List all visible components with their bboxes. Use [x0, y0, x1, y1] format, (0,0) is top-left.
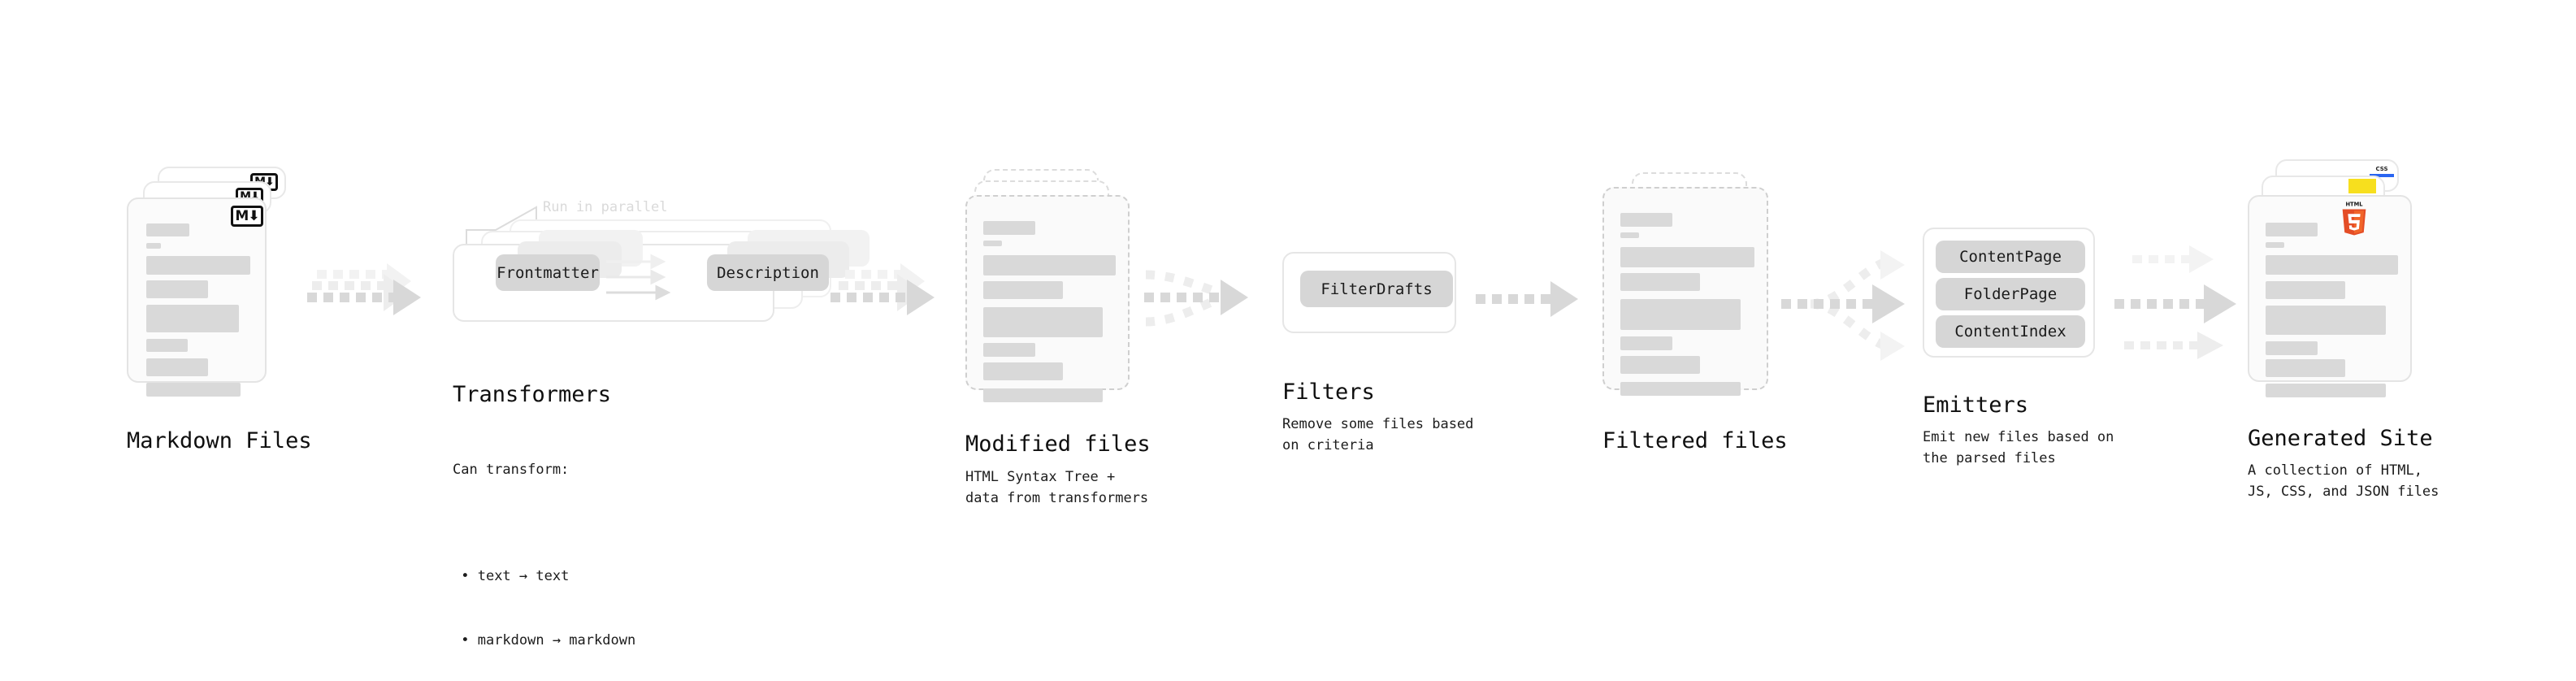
- content-bar: [983, 255, 1116, 275]
- content-bar: [1620, 356, 1700, 374]
- emitter-pill-folderpage[interactable]: FolderPage: [1936, 278, 2085, 310]
- arrow-filters-to-filtered: [1476, 281, 1578, 317]
- arrow-emitters-to-site: [2114, 245, 2236, 359]
- content-bar: [146, 358, 208, 376]
- content-bar: [2266, 281, 2345, 299]
- content-bar: [2266, 341, 2318, 355]
- content-bar: [1620, 336, 1672, 350]
- css3-badge: CSS: [2370, 164, 2394, 177]
- run-in-parallel-label: Run in parallel: [543, 199, 668, 215]
- content-bar: [983, 281, 1063, 299]
- content-bar: [2266, 255, 2398, 275]
- filters-title: Filters: [1282, 380, 1375, 405]
- content-bar: [983, 388, 1103, 402]
- arrow-transformers-to-modified: [830, 263, 935, 315]
- content-bar: [2266, 384, 2386, 397]
- content-bar: [1620, 382, 1741, 396]
- js-badge: [2348, 179, 2376, 193]
- transformer-pill-description[interactable]: Description: [707, 254, 829, 291]
- emitters-title: Emitters: [1923, 393, 2029, 418]
- modified-files-title: Modified files: [965, 432, 1151, 457]
- content-bar: [146, 256, 250, 275]
- content-bar: [1620, 213, 1672, 227]
- content-bar: [983, 241, 1002, 246]
- content-bar: [2266, 223, 2318, 236]
- arrow-markdown-to-transformers: [307, 263, 421, 315]
- arrow-modified-to-filters: [1144, 270, 1248, 327]
- modified-files-description: HTML Syntax Tree + data from transformer…: [965, 469, 1149, 507]
- generated-site-doc-card: [2248, 195, 2412, 397]
- content-bar: [983, 307, 1103, 337]
- content-bar: [983, 343, 1035, 357]
- markdown-doc-card: [127, 197, 267, 397]
- filtered-files-title: Filtered files: [1602, 428, 1788, 453]
- emitter-pill-contentpage[interactable]: ContentPage: [1936, 241, 2085, 273]
- transformers-description-lead: Can transform:: [453, 461, 570, 478]
- content-bar: [983, 221, 1035, 235]
- transformers-internal-arrows: [606, 254, 671, 301]
- content-bar: [983, 362, 1063, 380]
- content-bar: [1620, 299, 1741, 330]
- modified-doc-card: [965, 195, 1130, 402]
- emitters-description: Emit new files based on the parsed files: [1923, 429, 2114, 467]
- markdown-badge: M⬇: [231, 206, 263, 227]
- css3-badge-label: CSS: [2375, 166, 2388, 172]
- emitter-pill-contentindex[interactable]: ContentIndex: [1936, 315, 2085, 348]
- content-bar: [2266, 306, 2386, 335]
- html5-badge: HTML: [2342, 202, 2366, 236]
- filters-box: FilterDrafts: [1282, 252, 1456, 333]
- content-bar: [146, 305, 239, 332]
- content-bar: [146, 339, 188, 352]
- filtered-doc-card: [1602, 187, 1768, 396]
- generated-site-description: A collection of HTML, JS, CSS, and JSON …: [2248, 462, 2439, 501]
- filter-pill-filterdrafts[interactable]: FilterDrafts: [1300, 271, 1453, 307]
- content-bar: [146, 243, 161, 249]
- content-bar: [146, 383, 241, 397]
- transformers-title: Transformers: [453, 382, 612, 407]
- transformers-description: Can transform: • text → text • markdown …: [453, 416, 635, 681]
- generated-site-title: Generated Site: [2248, 426, 2433, 451]
- run-in-parallel-leader: [466, 206, 537, 253]
- css3-badge-underline: [2370, 174, 2394, 177]
- content-bar: [2266, 359, 2345, 377]
- markdown-files-title: Markdown Files: [127, 428, 312, 453]
- content-bar: [146, 223, 189, 236]
- content-bar: [1620, 232, 1639, 238]
- transformers-bullet: • markdown → markdown: [453, 632, 636, 649]
- filters-description: Remove some files based on criteria: [1282, 416, 1474, 454]
- transformer-pill-frontmatter[interactable]: Frontmatter: [496, 254, 600, 291]
- transformers-bullet-list: • text → text • markdown → markdown • ht…: [453, 523, 635, 681]
- content-bar: [1620, 247, 1754, 267]
- content-bar: [146, 280, 208, 298]
- emitters-box: ContentPage FolderPage ContentIndex: [1923, 228, 2095, 358]
- content-bar: [1620, 273, 1700, 291]
- arrow-filtered-to-emitters: [1781, 250, 1905, 361]
- transformers-bullet: • text → text: [453, 568, 570, 585]
- content-bar: [2266, 242, 2284, 248]
- svg-text:HTML: HTML: [2345, 202, 2363, 208]
